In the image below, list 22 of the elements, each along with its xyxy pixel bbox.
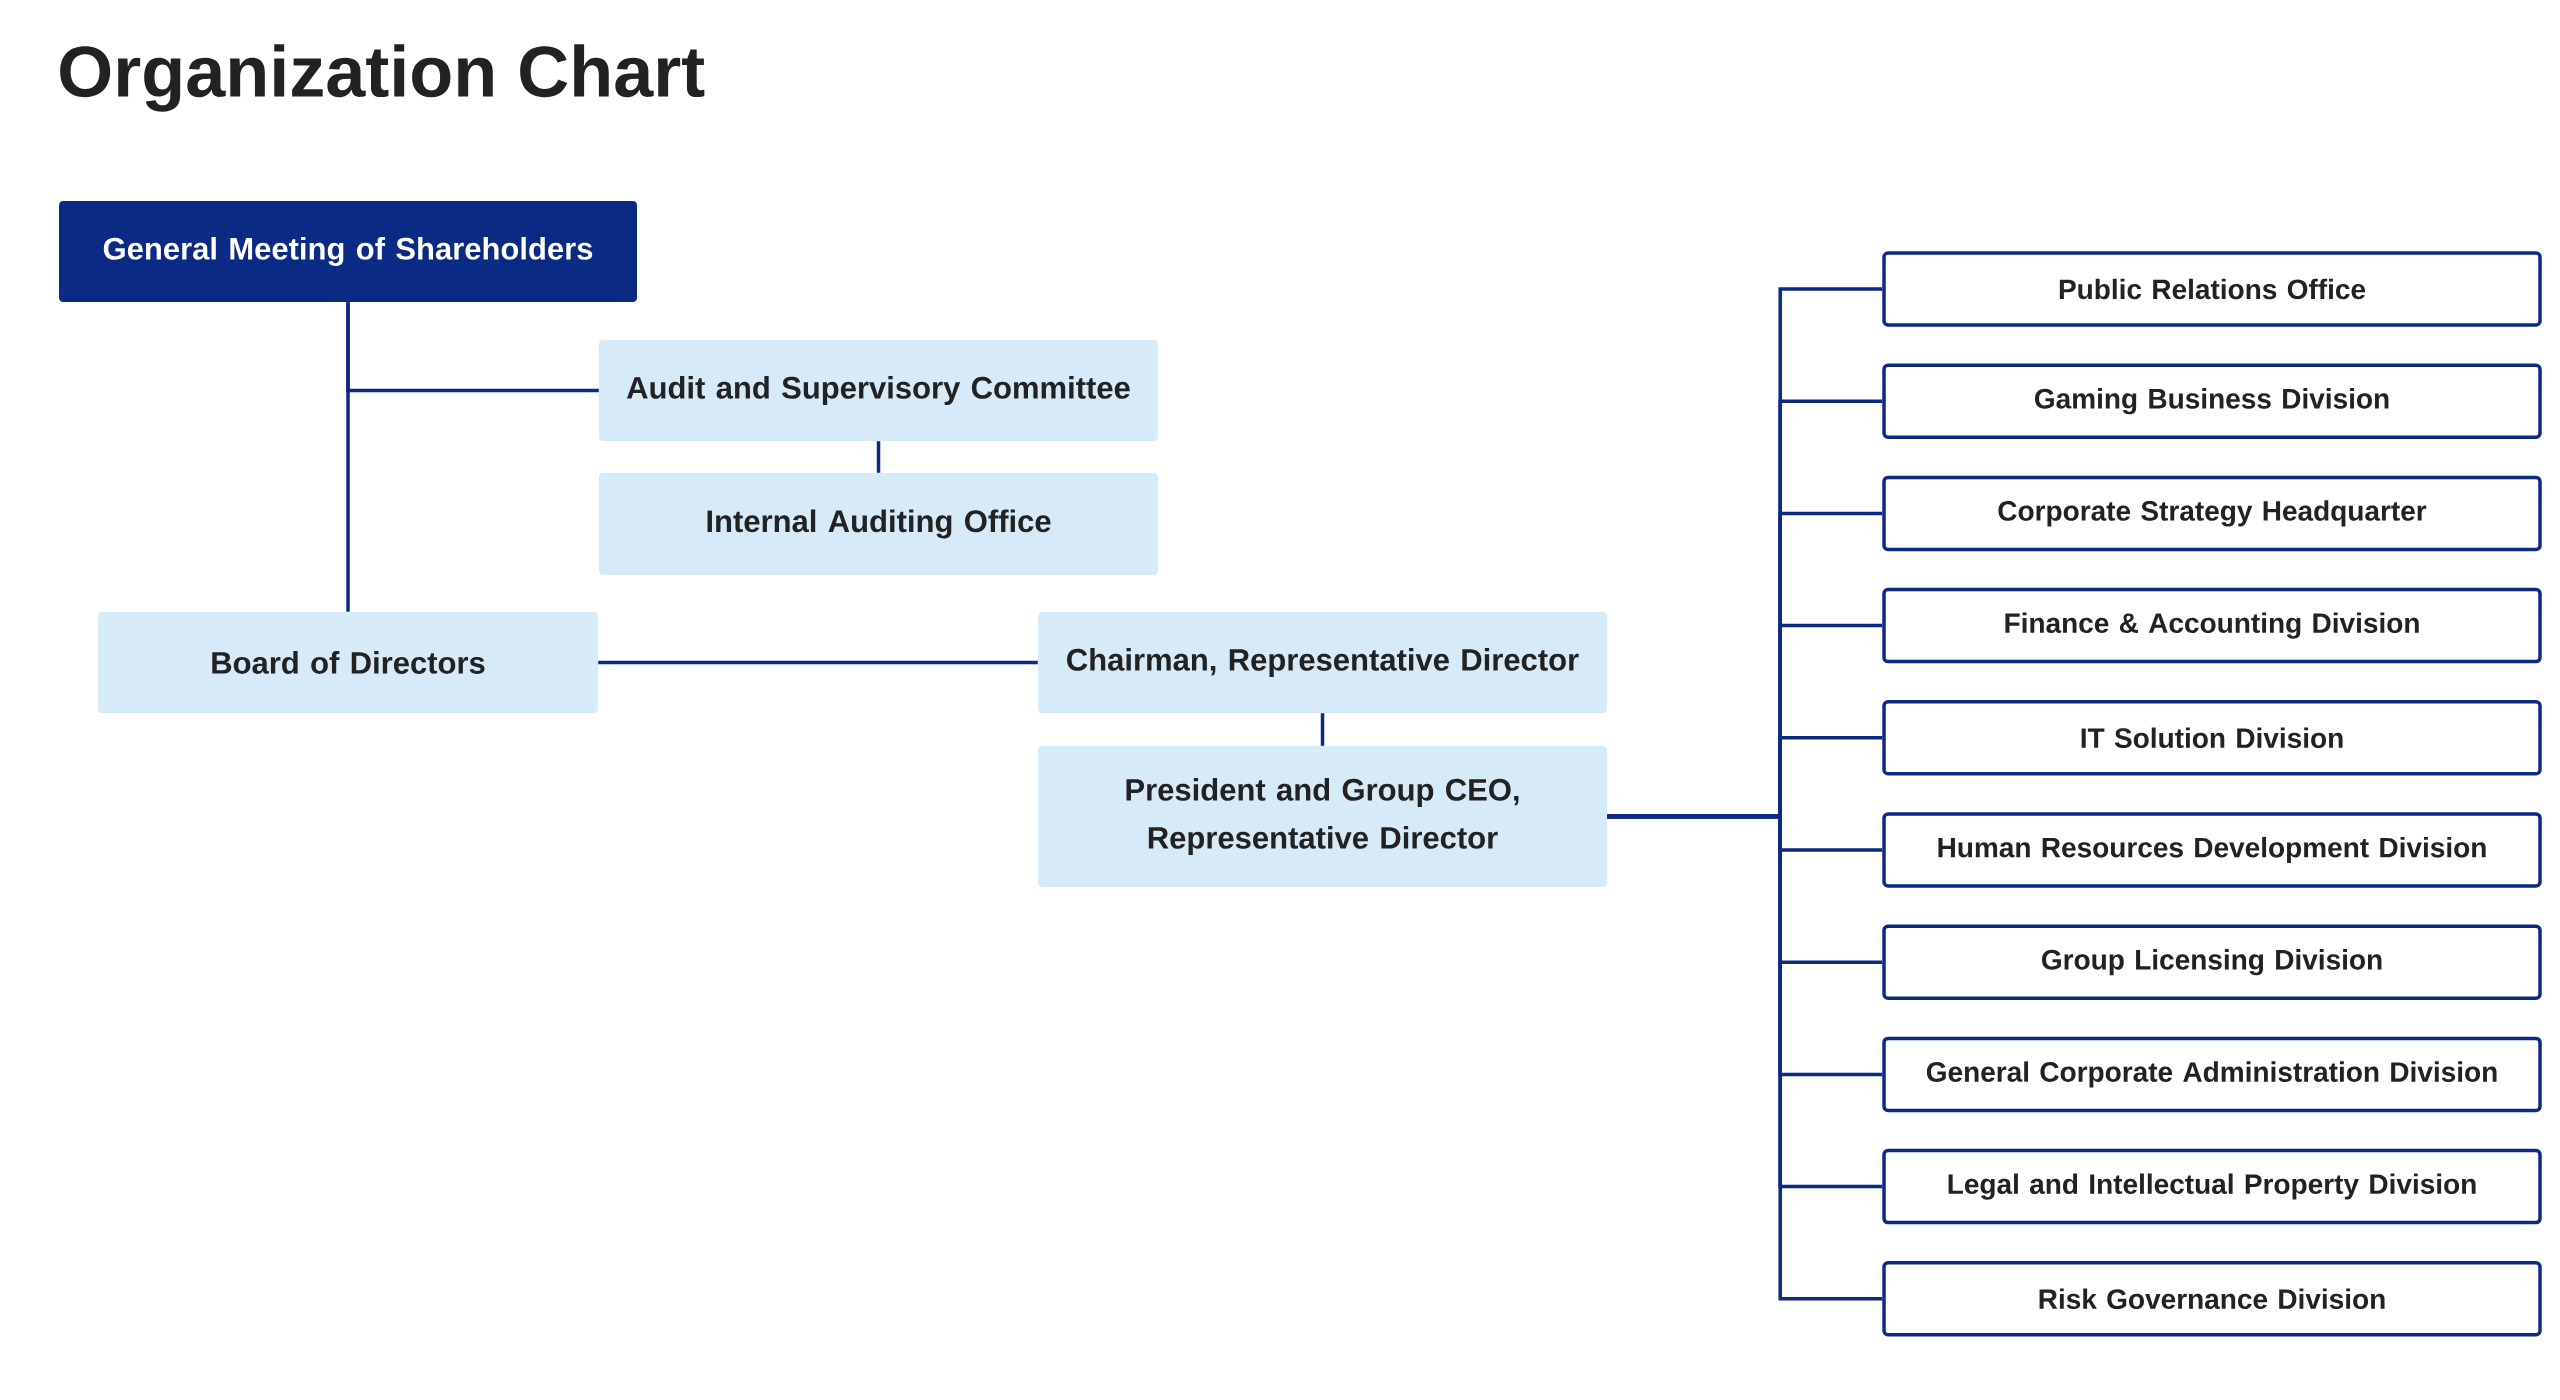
committee-box: Audit and Supervisory Committee: [599, 340, 1158, 441]
division-box: Risk Governance Division: [1882, 1261, 2542, 1337]
division-box: Human Resources Development Division: [1882, 812, 2542, 888]
division-box: Public Relations Office: [1882, 251, 2542, 327]
connector-line: [876, 441, 881, 473]
division-box: IT Solution Division: [1882, 700, 2542, 776]
board-box: Board of Directors: [98, 612, 598, 713]
office-box: Internal Auditing Office: [599, 473, 1158, 575]
division-box: General Corporate Administration Division: [1882, 1036, 2542, 1113]
shareholders-box: General Meeting of Shareholders: [59, 201, 637, 302]
connector-line: [1320, 713, 1325, 746]
division-box: Gaming Business Division: [1882, 363, 2542, 439]
division-box: Group Licensing Division: [1882, 924, 2542, 1000]
connector-line: [598, 660, 1038, 665]
title: Organization Chart: [60, 44, 705, 112]
executive-box: President and Group CEO, Representative Director: [1038, 746, 1607, 887]
division-box: Finance & Accounting Division: [1882, 587, 2542, 664]
division-box: Corporate Strategy Headquarter: [1882, 475, 2542, 552]
division-box: Legal and Intellectual Property Division: [1882, 1148, 2542, 1225]
executive-box: Chairman, Representative Director: [1038, 612, 1607, 713]
connector-line: [1607, 814, 1883, 1301]
connector-line: [346, 302, 599, 393]
